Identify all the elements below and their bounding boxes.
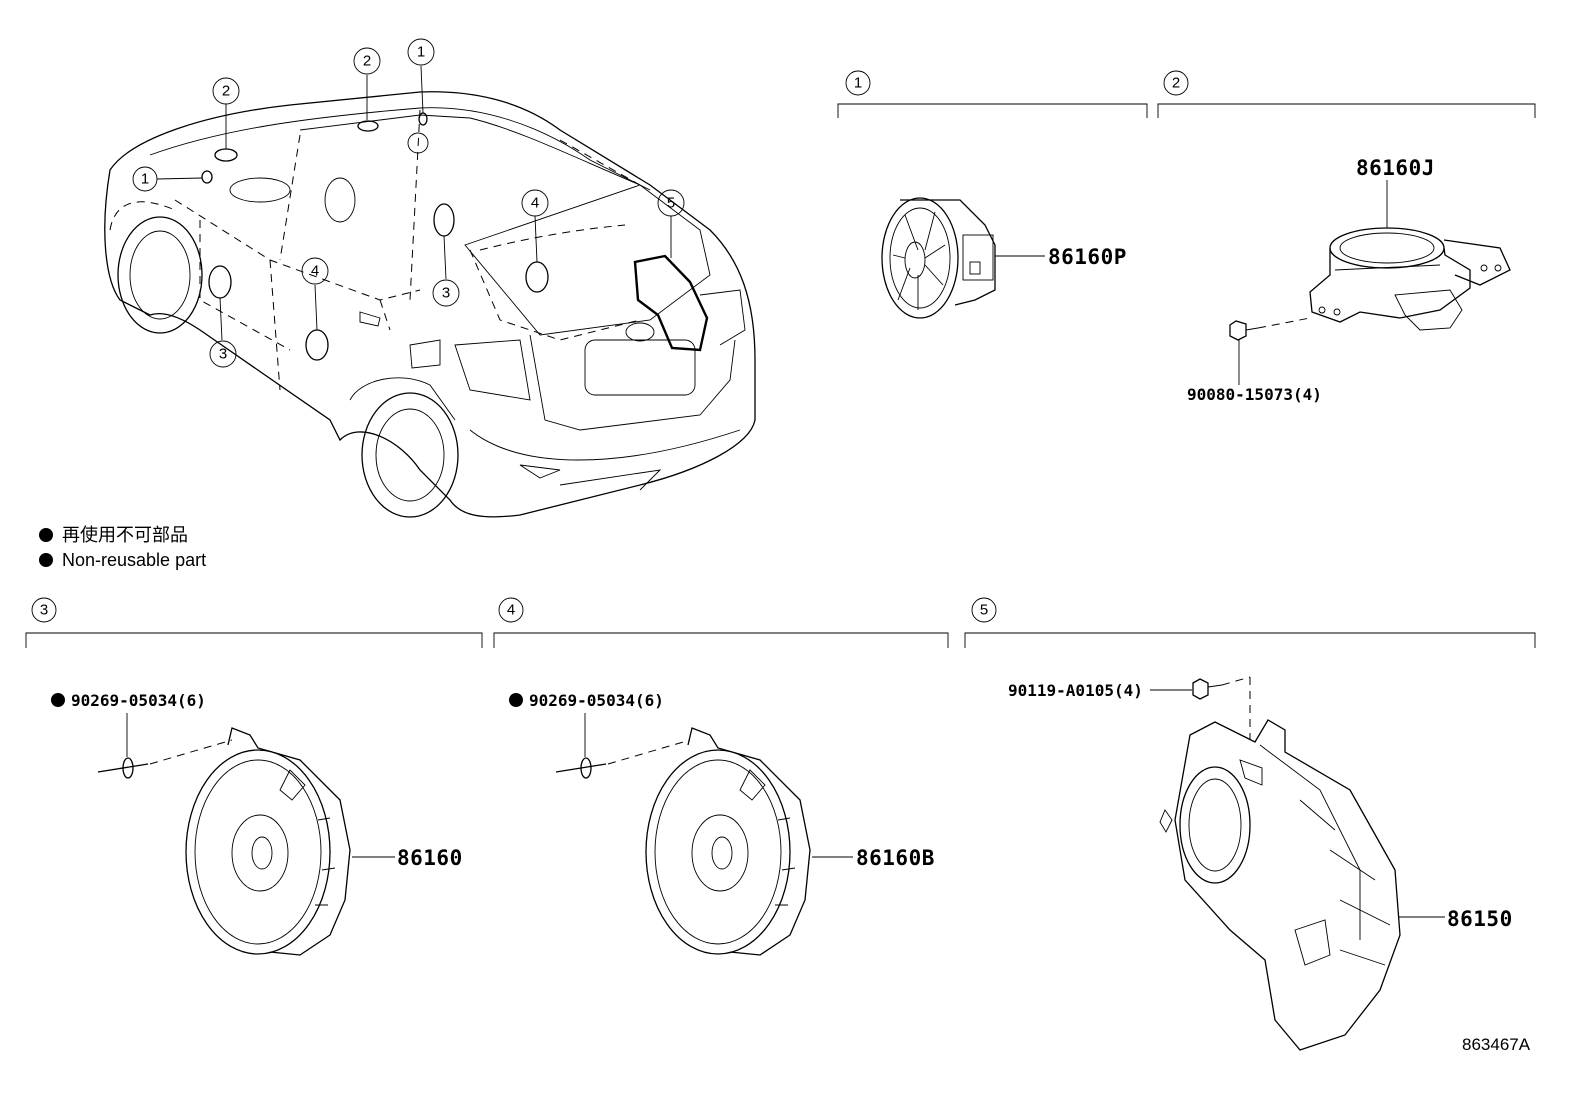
car-callout-5: 5 <box>657 189 685 217</box>
group-4: 4 90269-05034(6) 86160B <box>493 597 949 956</box>
part-86160J: 86160J <box>1356 156 1435 180</box>
svg-text:3: 3 <box>219 346 227 363</box>
legend-jp-text: 再使用不可部品 <box>62 525 188 545</box>
part-86150: 86150 <box>1447 907 1513 931</box>
svg-text:3: 3 <box>442 285 450 302</box>
svg-text:1: 1 <box>141 171 149 188</box>
group-3: 3 90269-05034(6) 86160 <box>25 597 483 956</box>
diagram-id: 863467A <box>1462 1035 1531 1054</box>
part-90269-05034-b: 90269-05034(6) <box>529 691 664 710</box>
tweeter-86160P <box>881 197 996 319</box>
speaker-86160J <box>1309 227 1511 331</box>
part-90080-15073: 90080-15073(4) <box>1187 385 1322 404</box>
vehicle-illustration <box>104 65 756 518</box>
car-callout-2-right: 2 <box>353 47 381 75</box>
car-callout-1-right: 1 <box>407 38 435 66</box>
group-1-number: 1 <box>854 75 862 92</box>
car-callout-4-right: 4 <box>521 189 549 217</box>
legend-en-text: Non-reusable part <box>62 550 206 570</box>
subwoofer-86150 <box>1159 719 1401 1051</box>
part-86160B: 86160B <box>856 846 935 870</box>
bolt-90119-A0105 <box>1192 678 1223 700</box>
legend-bullet-jp <box>39 528 53 542</box>
svg-text:4: 4 <box>531 195 539 212</box>
bolt-90080-15073 <box>1229 320 1259 341</box>
group-2: 2 86160J 90080-15073(4) <box>1157 70 1536 404</box>
car-callout-1-left: 1 <box>132 166 158 192</box>
legend-bullet-en <box>39 553 53 567</box>
rivet-3 <box>97 757 149 779</box>
group-5-number: 5 <box>980 602 988 619</box>
svg-text:1: 1 <box>417 44 425 61</box>
non-reusable-bullet-3 <box>51 693 65 707</box>
part-86160: 86160 <box>397 846 463 870</box>
speaker-86160 <box>185 727 351 956</box>
svg-text:2: 2 <box>222 83 230 100</box>
car-callout-3-right: 3 <box>432 279 460 307</box>
group-2-number: 2 <box>1172 75 1180 92</box>
speaker-86160B <box>645 727 811 956</box>
svg-text:2: 2 <box>363 53 371 70</box>
part-86160P: 86160P <box>1048 245 1127 269</box>
group-1: 1 86160P <box>837 70 1148 319</box>
legend: 再使用不可部品 Non-reusable part <box>39 525 206 570</box>
rivet-4 <box>555 757 607 779</box>
non-reusable-bullet-4 <box>509 693 523 707</box>
group-5: 5 90119-A0105(4) 86150 <box>964 597 1536 1051</box>
svg-text:5: 5 <box>667 195 675 212</box>
car-callout-4-left: 4 <box>301 257 329 285</box>
group-4-number: 4 <box>507 602 515 619</box>
car-callout-2-left: 2 <box>212 77 240 105</box>
group-3-number: 3 <box>40 602 48 619</box>
part-90269-05034-a: 90269-05034(6) <box>71 691 206 710</box>
svg-text:4: 4 <box>311 263 319 280</box>
car-callout-3-left: 3 <box>209 340 237 368</box>
part-90119-A0105: 90119-A0105(4) <box>1008 681 1143 700</box>
